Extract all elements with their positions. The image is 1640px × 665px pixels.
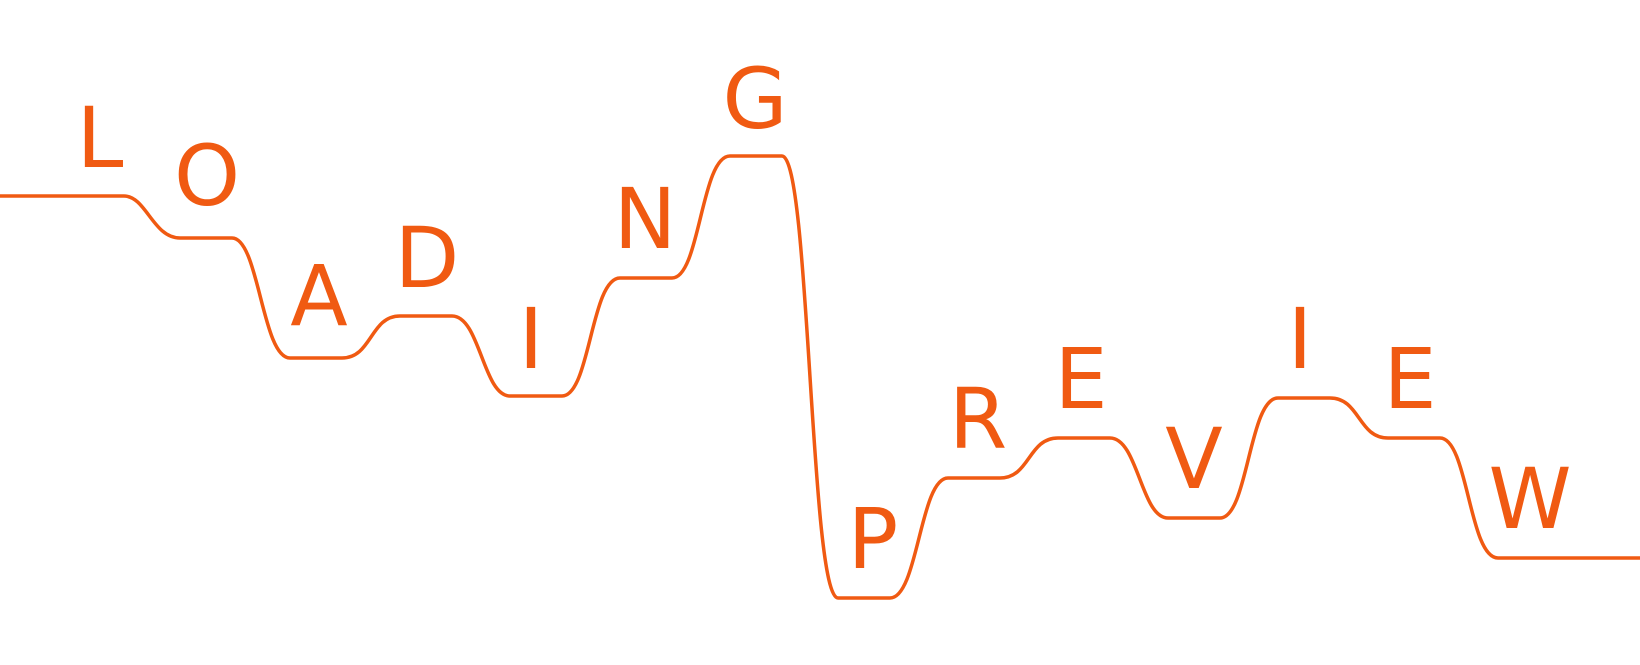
word-preview-letter: V xyxy=(1165,410,1222,508)
word-loading-letter: N xyxy=(614,170,677,268)
word-loading-letter: G xyxy=(722,50,787,148)
word-preview-letter: E xyxy=(1383,330,1436,428)
step-waveform-line xyxy=(0,154,1640,600)
word-preview-letter: E xyxy=(1054,330,1107,428)
word-loading-letter: O xyxy=(174,127,240,225)
word-loading-letter: A xyxy=(290,247,347,345)
word-preview-letter: R xyxy=(949,370,1007,468)
word-loading-letter: I xyxy=(519,290,544,388)
word-preview-letter: I xyxy=(1288,290,1313,388)
word-loading-letter: D xyxy=(395,209,460,307)
word-loading-letter: L xyxy=(77,89,124,187)
word-preview-letter: P xyxy=(848,490,899,588)
word-preview-letter: W xyxy=(1488,450,1571,548)
